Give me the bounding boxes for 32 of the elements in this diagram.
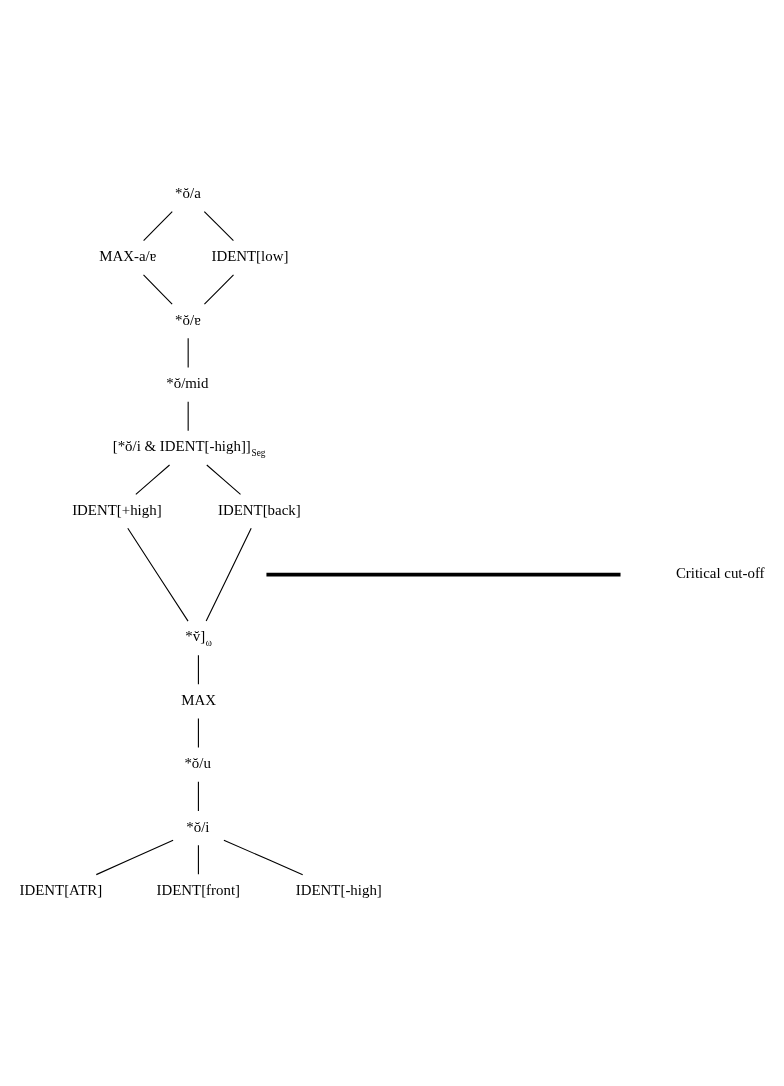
node-text: *ŏ/u xyxy=(184,755,211,772)
node-text: IDENT[low] xyxy=(211,248,289,265)
node-text: IDENT[back] xyxy=(217,501,301,518)
connector xyxy=(142,274,173,305)
connector xyxy=(203,211,234,242)
node-text: IDENT[-high] xyxy=(295,882,382,899)
connector xyxy=(197,844,199,875)
node-text: IDENT[+high] xyxy=(72,501,162,518)
node-text: MAX-a/ɐ xyxy=(99,248,157,265)
connector xyxy=(127,527,189,622)
connector xyxy=(197,654,199,685)
connector xyxy=(205,527,252,622)
node-text: *v̆]$_{ω}$ xyxy=(185,627,212,648)
node-text: IDENT[front] xyxy=(156,882,241,899)
node-text: *ŏ/a xyxy=(175,185,201,202)
node-text: *ŏ/mid xyxy=(166,375,209,392)
connector xyxy=(223,839,304,876)
connector xyxy=(143,211,173,242)
connector xyxy=(197,781,199,812)
node-text: IDENT[ATR] xyxy=(19,882,103,899)
connector xyxy=(197,717,199,749)
node-text: [*ŏ/i & IDENT[-high]]$_{Seg}$ xyxy=(112,437,266,458)
connector xyxy=(206,464,242,495)
node-text: *ŏ/ɐ xyxy=(175,311,201,328)
connector xyxy=(135,464,171,495)
connector xyxy=(187,401,189,432)
connector xyxy=(203,274,235,305)
node-text: MAX xyxy=(181,691,216,708)
node-text: *ŏ/i xyxy=(186,818,210,835)
connector xyxy=(187,337,189,368)
connector xyxy=(95,839,174,876)
label: Critical cut-off xyxy=(675,565,765,582)
